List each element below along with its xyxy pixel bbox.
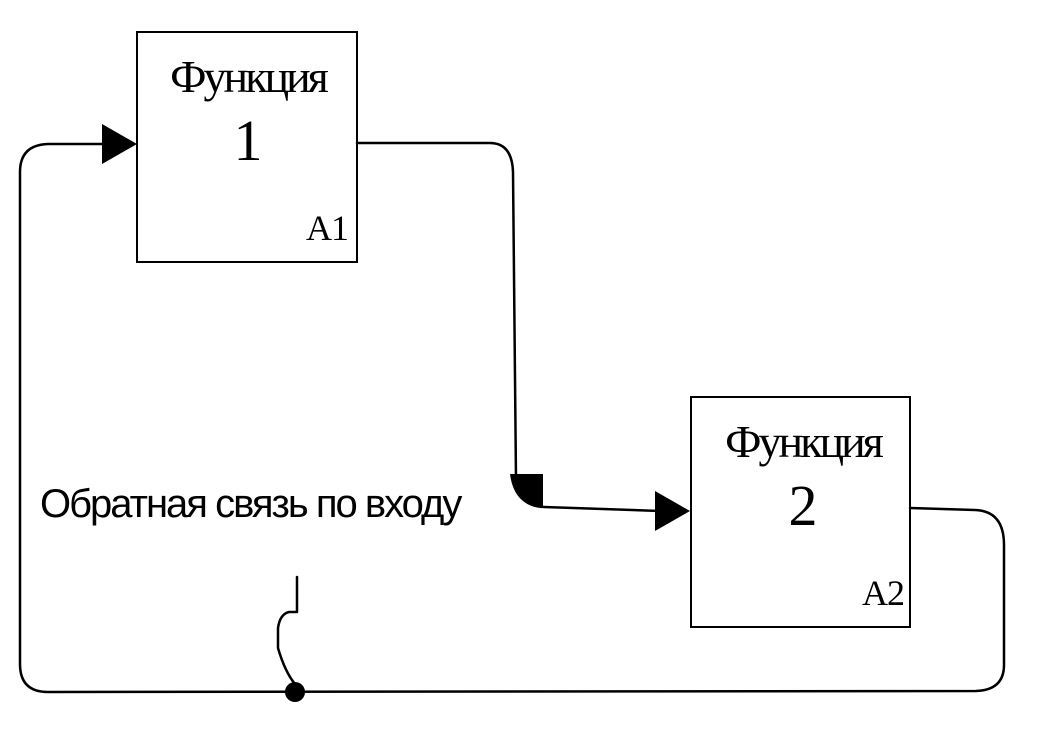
function-box-2-frame [690, 396, 911, 628]
function-box-1-frame [136, 31, 358, 263]
feedback-junction-dot-icon [285, 682, 305, 702]
arrow-a1-to-a2-head-icon [655, 491, 690, 531]
feedback-arrow[interactable] [18, 124, 1006, 702]
function-box-1[interactable]: Функция 1 A1 [136, 31, 358, 263]
function-box-2-number: 2 [789, 473, 818, 538]
feedback-arrow-head-icon [102, 124, 137, 164]
function-box-2[interactable]: Функция 2 A2 [690, 396, 911, 628]
function-box-2-title: Функция [725, 416, 884, 467]
arrow-a1-to-a2[interactable] [355, 141, 690, 531]
function-box-1-code: A1 [306, 208, 348, 248]
function-box-1-title: Функция [170, 51, 329, 102]
function-box-2-code: A2 [862, 573, 904, 613]
feedback-arrow-label: Обратная связь по входу [40, 482, 462, 526]
function-box-1-number: 1 [234, 108, 263, 173]
feedback-label-leader-squiggle [276, 575, 299, 686]
arrow-corner-tunnel-icon [510, 474, 543, 508]
arrow-a1-to-a2-line [355, 141, 662, 513]
feedback-arrow-line [18, 142, 1006, 694]
